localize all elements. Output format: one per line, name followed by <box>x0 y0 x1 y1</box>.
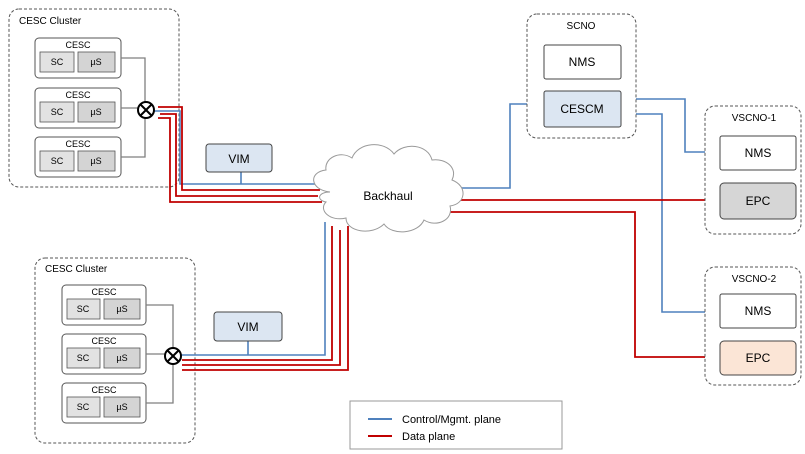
sc-module <box>66 347 101 369</box>
backhaul-epc2-link <box>445 211 720 358</box>
bottom-cesc-cluster: CESC Cluster CESC SC µS CESC SC µS CESC … <box>34 257 196 444</box>
cesc-label: CESC <box>91 385 117 395</box>
vscno1-nms-label: NMS <box>745 146 772 160</box>
sc-module <box>39 150 75 172</box>
cesc-label: CESC <box>65 40 91 50</box>
cesc-label: CESC <box>65 139 91 149</box>
us-label: µS <box>116 353 127 363</box>
vscno1-epc-label: EPC <box>746 194 771 208</box>
bottom-data-link-3 <box>182 226 349 371</box>
sc-module <box>39 101 75 123</box>
backhaul-label: Backhaul <box>363 189 412 203</box>
vscno1-group: VSCNO-1 NMS EPC <box>704 105 802 235</box>
us-module <box>103 396 141 418</box>
top-control-link <box>154 110 330 185</box>
us-label: µS <box>116 304 127 314</box>
scno-title: SCNO <box>567 21 596 32</box>
top-cesc-cluster: CESC Cluster CESC SC µS CESC SC µS CESC … <box>8 8 180 188</box>
bottom-cesc-2: CESC SC µS <box>61 333 147 375</box>
sc-label: SC <box>77 402 90 412</box>
cescm-vscno1-nms-link <box>620 98 720 153</box>
bottom-cesc-1: CESC SC µS <box>61 284 147 326</box>
legend: Control/Mgmt. plane Data plane <box>349 400 563 450</box>
bottom-cluster-title: CESC Cluster <box>45 264 108 275</box>
us-module <box>77 150 116 172</box>
sc-module <box>39 51 75 73</box>
top-data-link-1 <box>158 106 320 191</box>
sc-label: SC <box>77 304 90 314</box>
top-cluster-title: CESC Cluster <box>19 16 82 27</box>
bottom-mux-icon <box>164 347 182 365</box>
scno-nms-label: NMS <box>569 55 596 69</box>
top-cesc-2: CESC SC µS <box>34 87 122 129</box>
vscno1-title: VSCNO-1 <box>732 113 777 124</box>
vscno2-nms-label: NMS <box>745 304 772 318</box>
cesc-label: CESC <box>91 287 117 297</box>
legend-control-label: Control/Mgmt. plane <box>402 414 501 426</box>
sc-module <box>66 298 101 320</box>
us-module <box>103 347 141 369</box>
us-module <box>77 101 116 123</box>
cesc-label: CESC <box>91 336 117 346</box>
top-cesc-3: CESC SC µS <box>34 136 122 178</box>
vim-top-label: VIM <box>228 152 249 166</box>
us-module <box>103 298 141 320</box>
bottom-control-link <box>180 222 326 356</box>
sc-module <box>66 396 101 418</box>
vscno2-title: VSCNO-2 <box>732 274 777 285</box>
control-plane-links <box>154 98 720 356</box>
bottom-data-link-2 <box>182 230 341 366</box>
vim-bottom-label: VIM <box>237 320 258 334</box>
top-data-link-3 <box>158 117 322 203</box>
sc-label: SC <box>51 156 64 166</box>
top-mux-icon <box>137 101 155 119</box>
us-label: µS <box>90 156 101 166</box>
top-cesc-1: CESC SC µS <box>34 37 122 79</box>
cescm-vscno2-nms-link <box>620 113 720 313</box>
us-label: µS <box>90 57 101 67</box>
sc-label: SC <box>51 57 64 67</box>
cesc-label: CESC <box>65 90 91 100</box>
vim-bottom: VIM <box>213 311 283 342</box>
vscno2-group: VSCNO-2 NMS EPC <box>704 266 802 386</box>
top-data-link-2 <box>160 113 318 197</box>
data-plane-links <box>158 106 720 371</box>
bottom-cesc-3: CESC SC µS <box>61 382 147 424</box>
bottom-data-link-1 <box>182 226 333 361</box>
legend-data-label: Data plane <box>402 431 455 443</box>
vscno2-epc-label: EPC <box>746 351 771 365</box>
us-label: µS <box>116 402 127 412</box>
sc-label: SC <box>77 353 90 363</box>
us-label: µS <box>90 107 101 117</box>
backhaul-cloud: Backhaul <box>313 144 464 233</box>
sc-label: SC <box>51 107 64 117</box>
scno-group: SCNO NMS CESCM <box>526 13 637 139</box>
cescm-label: CESCM <box>560 102 603 116</box>
vim-top: VIM <box>205 143 273 173</box>
us-module <box>77 51 116 73</box>
